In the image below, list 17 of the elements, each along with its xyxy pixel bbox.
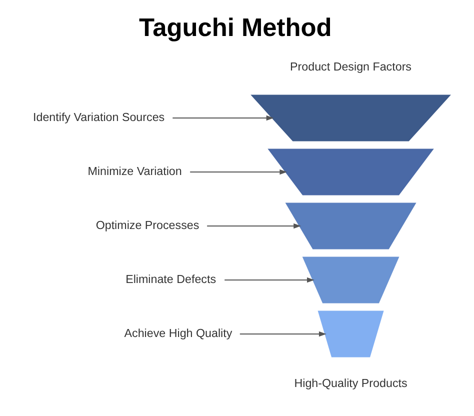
node-text: Achieve High Quality <box>124 326 232 340</box>
arrow <box>239 331 326 337</box>
node-band <box>267 148 434 196</box>
node-text: Optimize Processes <box>95 218 199 232</box>
arrow <box>206 223 301 229</box>
node-band <box>250 94 450 142</box>
arrow <box>172 115 274 121</box>
node-text: Eliminate Defects <box>125 272 216 286</box>
diagram-title: Taguchi Method <box>138 14 332 42</box>
label: High-Quality Products <box>294 377 407 390</box>
node-band <box>302 256 399 304</box>
arrow <box>224 277 314 283</box>
node-band <box>284 202 416 250</box>
arrow <box>190 169 287 175</box>
node-text: Minimize Variation <box>87 164 182 178</box>
label: Product Design Factors <box>290 60 412 74</box>
node-text: Identify Variation Sources <box>32 110 164 124</box>
